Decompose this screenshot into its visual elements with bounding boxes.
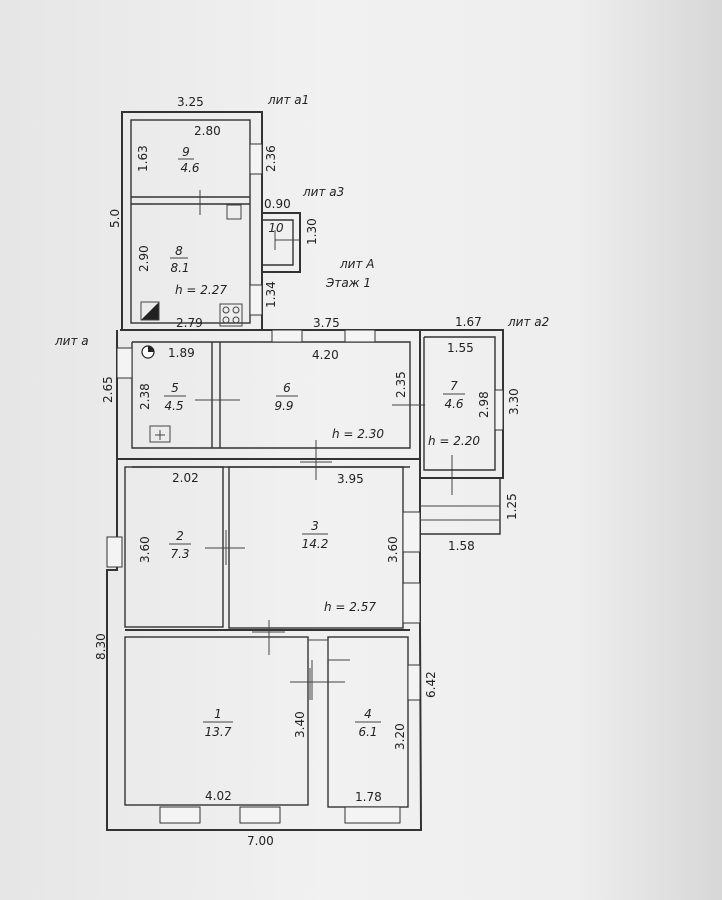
window xyxy=(407,664,421,701)
stove-icon xyxy=(219,303,243,327)
label-lit-a3: лит а3 xyxy=(302,185,344,199)
window xyxy=(271,329,303,343)
svg-text:6.42: 6.42 xyxy=(424,671,438,698)
svg-text:2.36: 2.36 xyxy=(264,145,278,172)
window xyxy=(106,536,123,568)
window xyxy=(344,329,376,343)
svg-text:4.6: 4.6 xyxy=(444,397,463,411)
window xyxy=(402,582,421,624)
window xyxy=(494,389,504,431)
window xyxy=(239,806,281,824)
svg-text:2.79: 2.79 xyxy=(176,316,203,330)
svg-text:7.3: 7.3 xyxy=(170,547,189,561)
svg-text:1.34: 1.34 xyxy=(264,281,278,308)
room-3: 3 14.2 xyxy=(302,519,329,551)
room-9: 9 4.6 xyxy=(178,145,200,175)
svg-text:2.98: 2.98 xyxy=(477,391,491,418)
room-2: 2 7.3 xyxy=(169,529,191,561)
svg-text:4.6: 4.6 xyxy=(180,161,199,175)
svg-text:1.67: 1.67 xyxy=(455,315,482,329)
height-room-3: h = 2.57 xyxy=(324,600,376,614)
room-7: 7 4.6 xyxy=(443,379,465,411)
svg-text:1.58: 1.58 xyxy=(448,539,475,553)
svg-text:8: 8 xyxy=(175,244,183,258)
svg-text:3.60: 3.60 xyxy=(138,536,152,563)
svg-text:6.1: 6.1 xyxy=(358,725,377,739)
svg-text:6: 6 xyxy=(283,381,291,395)
svg-text:2: 2 xyxy=(176,529,184,543)
svg-text:3.60: 3.60 xyxy=(386,536,400,563)
height-room-6: h = 2.30 xyxy=(332,427,384,441)
room-6: 6 9.9 xyxy=(274,381,298,413)
room-10: 10 xyxy=(268,221,284,235)
svg-text:7.00: 7.00 xyxy=(247,834,274,848)
boiler-icon xyxy=(141,302,159,320)
svg-text:7: 7 xyxy=(450,379,458,393)
svg-text:3.95: 3.95 xyxy=(337,472,364,486)
window xyxy=(402,511,421,553)
svg-text:2.80: 2.80 xyxy=(194,124,221,138)
svg-text:2.35: 2.35 xyxy=(394,371,408,398)
svg-text:3: 3 xyxy=(311,519,319,533)
main-walls xyxy=(106,329,453,831)
svg-text:4: 4 xyxy=(364,707,372,721)
label-lit-a: лит а xyxy=(54,334,89,348)
height-room-7: h = 2.20 xyxy=(428,434,480,448)
svg-text:2.02: 2.02 xyxy=(172,471,199,485)
svg-text:1: 1 xyxy=(214,707,222,721)
svg-text:4.20: 4.20 xyxy=(312,348,339,362)
svg-text:10: 10 xyxy=(268,221,284,235)
toilet-icon xyxy=(149,425,171,443)
svg-text:8.30: 8.30 xyxy=(94,633,108,660)
room-1: 1 13.7 xyxy=(203,707,233,739)
annex-a2-walls xyxy=(420,329,504,535)
annex-a1-walls xyxy=(121,111,263,331)
svg-text:3.25: 3.25 xyxy=(177,95,204,109)
height-room-8: h = 2.27 xyxy=(175,283,227,297)
window xyxy=(249,284,263,316)
svg-text:2.90: 2.90 xyxy=(137,245,151,272)
svg-text:4.5: 4.5 xyxy=(164,399,183,413)
window xyxy=(249,143,263,175)
svg-text:1.63: 1.63 xyxy=(136,145,150,172)
label-lit-a2: лит а2 xyxy=(507,315,549,329)
svg-text:2.65: 2.65 xyxy=(101,376,115,403)
label-lit-A: лит А xyxy=(339,257,374,271)
window xyxy=(159,806,201,824)
room-8: 8 8.1 xyxy=(170,244,190,275)
annex-a3-walls xyxy=(262,212,301,273)
svg-text:9.9: 9.9 xyxy=(274,399,293,413)
svg-text:2.38: 2.38 xyxy=(138,383,152,410)
svg-text:1.55: 1.55 xyxy=(447,341,474,355)
svg-text:3.75: 3.75 xyxy=(313,316,340,330)
svg-text:14.2: 14.2 xyxy=(302,537,329,551)
label-floor: Этаж 1 xyxy=(325,276,371,290)
dimension-labels: 3.25 2.80 0.90 2.79 3.75 1.67 1.89 4.20 … xyxy=(94,95,521,848)
label-lit-a1: лит а1 xyxy=(267,93,309,107)
svg-text:8.1: 8.1 xyxy=(170,261,189,275)
svg-text:3.40: 3.40 xyxy=(293,711,307,738)
svg-text:1.30: 1.30 xyxy=(305,218,319,245)
svg-text:9: 9 xyxy=(182,145,190,159)
room-5: 5 4.5 xyxy=(164,381,186,413)
svg-text:3.30: 3.30 xyxy=(507,388,521,415)
svg-text:3.20: 3.20 xyxy=(393,723,407,750)
svg-text:5.0: 5.0 xyxy=(108,209,122,228)
room-4: 4 6.1 xyxy=(355,707,381,739)
svg-text:1.25: 1.25 xyxy=(505,493,519,520)
window xyxy=(116,347,133,379)
svg-text:1.89: 1.89 xyxy=(168,346,195,360)
svg-text:13.7: 13.7 xyxy=(205,725,232,739)
window xyxy=(344,806,401,824)
svg-text:5: 5 xyxy=(171,381,179,395)
svg-text:0.90: 0.90 xyxy=(264,197,291,211)
svg-text:4.02: 4.02 xyxy=(205,789,232,803)
svg-text:1.78: 1.78 xyxy=(355,790,382,804)
